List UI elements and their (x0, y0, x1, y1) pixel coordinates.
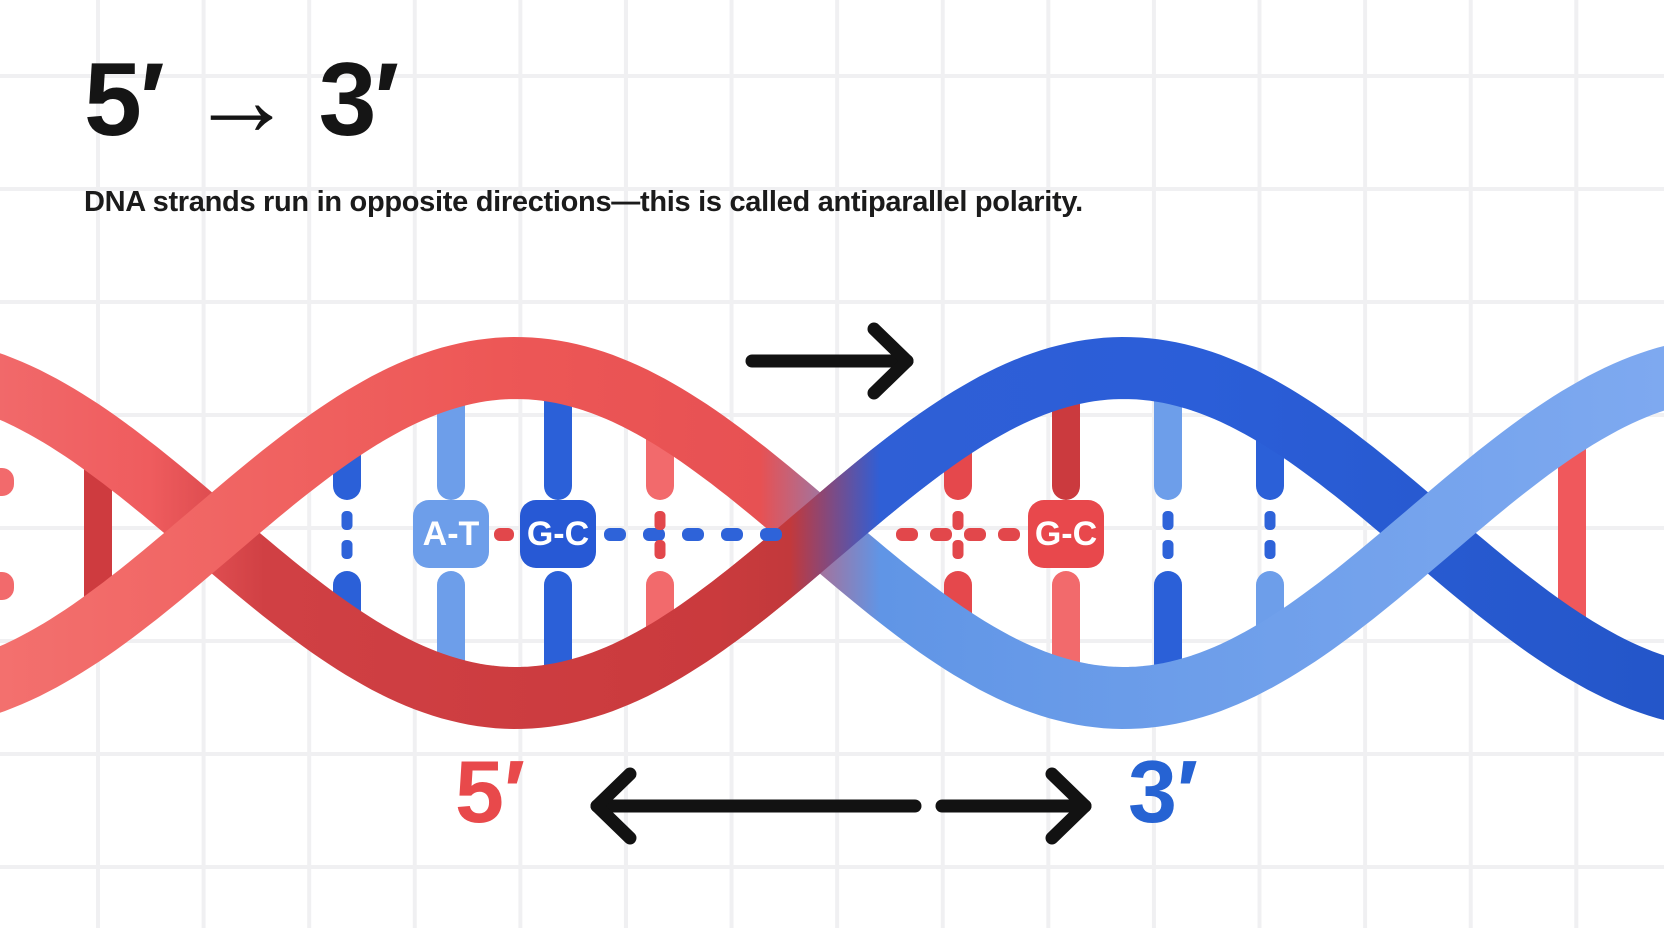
three-prime-label: 3′ (1128, 742, 1199, 841)
base-pair-badge: G-C (1028, 500, 1104, 568)
h-bond-dash (998, 528, 1020, 541)
h-bond-dash (721, 528, 743, 541)
five-prime-label: 5′ (455, 742, 526, 841)
page-title: 5′ → 3′ (84, 42, 399, 158)
base-pair-badge-label: G-C (527, 515, 589, 553)
h-bond-dash-vertical (952, 540, 964, 559)
h-bond-dash-vertical (1162, 540, 1174, 559)
h-bond-dash (682, 528, 704, 541)
base-pair-badge-label: G-C (1035, 515, 1097, 553)
direction-arrow-bottom-left-icon (590, 767, 922, 845)
base-pair-rung (1154, 360, 1182, 706)
h-bond-dash (494, 528, 514, 541)
direction-arrow-top-right-icon (745, 322, 914, 400)
h-bond-dash (760, 528, 782, 541)
subtitle-text: DNA strands run in opposite directions—t… (84, 186, 1083, 218)
h-bond-dash-vertical (952, 511, 964, 530)
h-bond-dash-vertical (1264, 511, 1276, 530)
h-bond-dash-vertical (654, 540, 666, 559)
edge-cut-rung-stub (0, 572, 14, 600)
edge-cut-rung-stub (0, 468, 14, 496)
base-pair-rung (1558, 411, 1586, 655)
hydrogen-bond-dashes (341, 511, 1276, 559)
strand-crossover-overlay (697, 417, 950, 643)
direction-arrow-bottom-right-icon (935, 767, 1092, 845)
h-bond-dash-vertical (1162, 511, 1174, 530)
base-pair-badge: G-C (520, 500, 596, 568)
base-pair-badge-label: A-T (423, 515, 480, 553)
h-bond-dash (643, 528, 665, 541)
base-pair-badge: A-T (413, 500, 489, 568)
h-bond-dash (896, 528, 918, 541)
h-bond-dash (604, 528, 626, 541)
h-bond-dash-vertical (341, 511, 353, 530)
h-bond-dash-vertical (341, 540, 353, 559)
h-bond-dash (930, 528, 952, 541)
h-bond-dash-vertical (654, 511, 666, 530)
h-bond-dash (964, 528, 986, 541)
h-bond-dash-vertical (1264, 540, 1276, 559)
